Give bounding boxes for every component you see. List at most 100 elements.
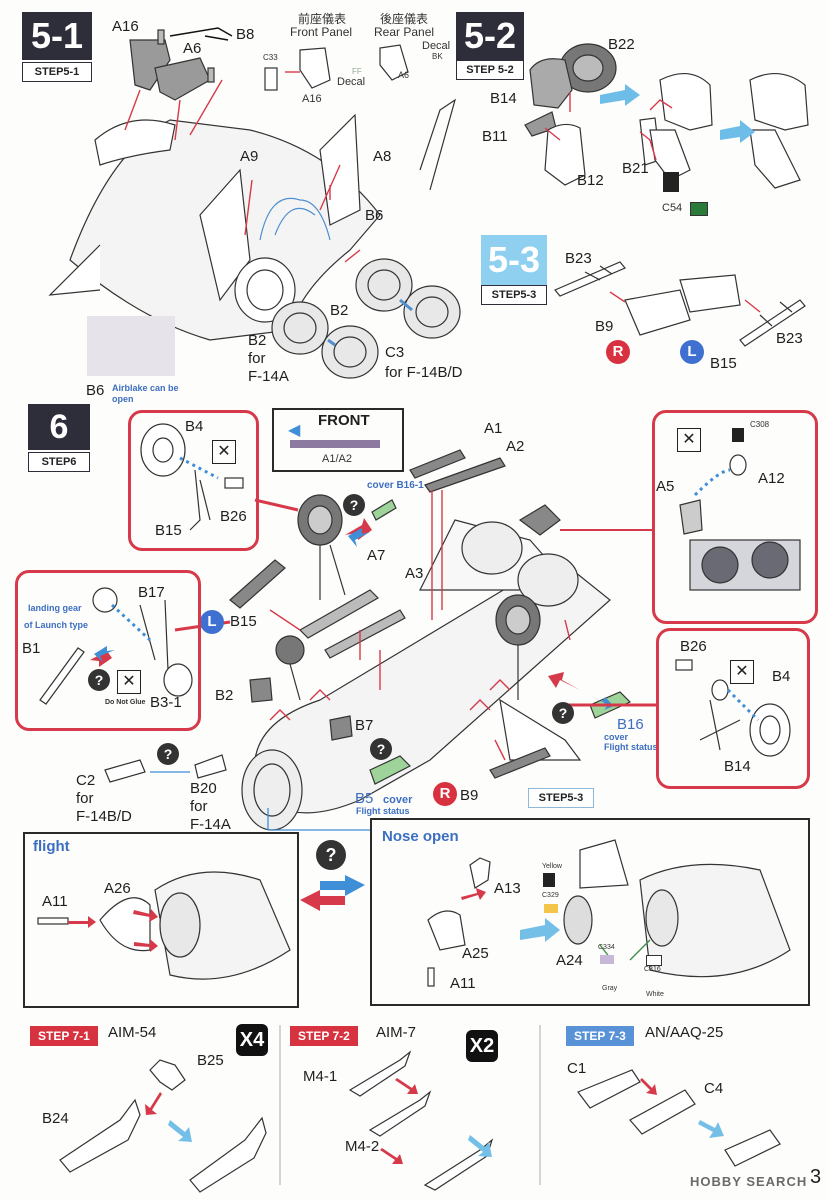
part-b22: B22 <box>608 36 635 53</box>
gray-label: Gray <box>602 985 618 992</box>
part-b23-right: B23 <box>776 330 803 347</box>
front-indicator-box <box>272 408 404 472</box>
left-side-marker: L <box>680 340 704 364</box>
c334-paint: C334 <box>598 944 615 951</box>
nose-a25: A25 <box>462 945 489 962</box>
flight-title: flight <box>33 838 70 855</box>
right-side-marker: R <box>606 340 630 364</box>
callout-launch-gear <box>15 570 201 731</box>
part-a8: A8 <box>373 148 392 165</box>
decal-ff-code: FF <box>352 67 362 76</box>
callout-a12: A12 <box>758 470 785 487</box>
c316-swatch <box>646 955 662 966</box>
c316-paint: C316 <box>644 966 661 973</box>
c3-for-label: C3 for F-14B/D <box>385 343 463 383</box>
white-label: White <box>646 991 664 998</box>
callout-b26-left: B26 <box>220 508 247 525</box>
b2-for-label: B2 for F-14A <box>248 332 289 386</box>
b20-label: B20 for F-14A <box>190 780 231 834</box>
front-panel-jp: 前座儀表 <box>298 12 347 26</box>
c33-paint: C33 <box>263 53 278 62</box>
flight-a26: A26 <box>104 880 131 897</box>
airbrake-note: Airblake can be open <box>112 383 179 404</box>
question-icon-flight: ? <box>316 840 346 870</box>
front-part-diagram <box>290 440 380 448</box>
part-a1: A1 <box>484 420 503 437</box>
step-7-1-tag: STEP 7-1 <box>30 1026 98 1046</box>
step-5-3-badge: 5-3 <box>481 235 547 285</box>
part-b15: B15 <box>710 355 737 372</box>
part-b6: B6 <box>365 207 384 224</box>
callout-main-gear-left <box>128 410 259 551</box>
part-b5: B5 <box>355 790 374 807</box>
step-7-2-tag: STEP 7-2 <box>290 1026 358 1046</box>
step-6-badge: 6 <box>28 404 90 450</box>
part-b11: B11 <box>482 128 508 145</box>
step-5-2-subtitle: STEP 5-2 <box>456 60 524 80</box>
step-7-2-m4-2: M4-2 <box>345 1138 380 1155</box>
step-5-1-badge: 5-1 <box>22 12 92 60</box>
callout-b14: B14 <box>724 758 751 775</box>
no-glue-icon-4: ✕ <box>730 660 754 684</box>
step-7-3-tag: STEP 7-3 <box>566 1026 634 1046</box>
part-b16: B16 <box>617 716 644 733</box>
step-6-subtitle: STEP6 <box>28 452 90 472</box>
part-b9-6: B9 <box>460 787 479 804</box>
b2-for-word: for <box>248 350 266 367</box>
c2-part: C2 <box>76 772 96 789</box>
airbrake-photo <box>87 316 175 376</box>
part-b7: B7 <box>355 717 374 734</box>
b20-model: F-14A <box>190 816 231 833</box>
part-b2: B2 <box>330 302 349 319</box>
question-icon-b7: ? <box>370 738 392 760</box>
step-7-3-title: AN/AAQ-25 <box>645 1024 724 1041</box>
no-glue-icon-2: ✕ <box>117 670 141 694</box>
left-side-marker-6: L <box>200 610 224 634</box>
decal-bk-code: BK <box>432 52 443 61</box>
part-b9: B9 <box>595 318 614 335</box>
nose-a24: A24 <box>556 952 583 969</box>
part-b12: B12 <box>577 172 604 189</box>
callout-b3-1: B3-1 <box>150 694 182 711</box>
b20-for: for <box>190 798 208 815</box>
launch-note-2: of Launch type <box>24 620 89 630</box>
callout-b15: B15 <box>155 522 182 539</box>
c329-swatch <box>544 904 558 913</box>
right-side-marker-6: R <box>433 782 457 806</box>
yellow-label: Yellow <box>542 863 562 870</box>
a6-small: A6 <box>398 70 410 80</box>
part-b15-6: B15 <box>230 613 257 630</box>
c308-paint: C308 <box>750 420 770 429</box>
part-a6: A6 <box>183 40 202 57</box>
step-5-2-badge: 5-2 <box>456 12 524 60</box>
question-icon-c2: ? <box>157 743 179 765</box>
do-not-glue-note: Do Not Glue <box>105 699 146 706</box>
nose-a11: A11 <box>450 975 476 992</box>
paint-icon-c308 <box>732 428 744 442</box>
rear-panel-en: Rear Panel <box>374 25 435 39</box>
b16-cover: cover <box>604 732 629 742</box>
part-a9: A9 <box>240 148 259 165</box>
c2-model: F-14B/D <box>76 808 132 825</box>
no-glue-icon-1: ✕ <box>212 440 236 464</box>
front-label: FRONT <box>318 412 370 429</box>
front-panel-en: Front Panel <box>290 25 353 39</box>
c329-paint: C329 <box>542 892 559 899</box>
flight-a11: A11 <box>42 893 68 910</box>
part-b23-left: B23 <box>565 250 592 267</box>
step-7-1-b24: B24 <box>42 1110 69 1127</box>
flight-box <box>23 832 299 1008</box>
paint-icon-c329 <box>543 873 555 887</box>
c2-label: C2 for F-14B/D <box>76 772 132 826</box>
step-5-1-subtitle: STEP5-1 <box>22 62 92 82</box>
b5-cover: cover <box>383 794 413 806</box>
callout-a5: A5 <box>656 478 675 495</box>
decal-bk: Decal <box>422 40 451 52</box>
step-7-2-title: AIM-7 <box>376 1024 417 1041</box>
step-7-3-c1: C1 <box>567 1060 587 1077</box>
part-a3: A3 <box>405 565 424 582</box>
c2-for: for <box>76 790 94 807</box>
part-b2-6: B2 <box>215 687 234 704</box>
step-5-3-ref: STEP5-3 <box>528 788 594 808</box>
